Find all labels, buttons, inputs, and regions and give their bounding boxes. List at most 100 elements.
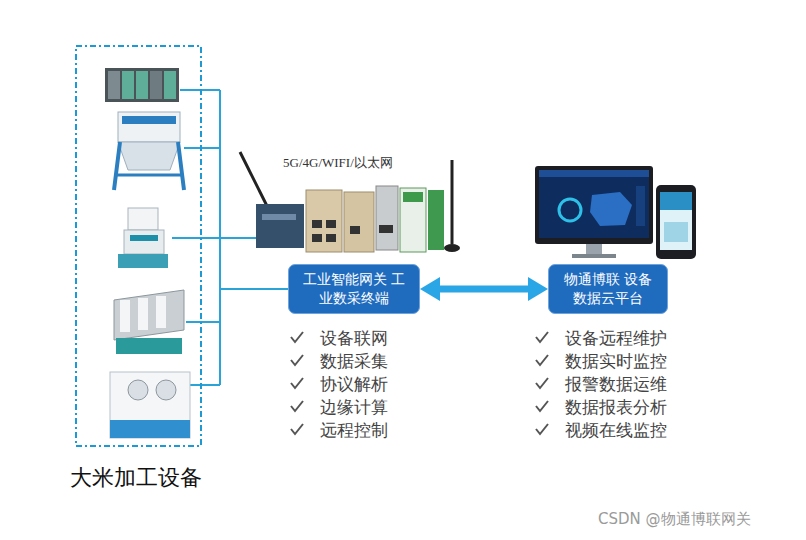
check-mark [536, 401, 548, 411]
machine-part [156, 380, 176, 400]
check-mark [536, 378, 548, 388]
gateway-device [428, 190, 444, 250]
machine-part [122, 116, 176, 124]
feature-item: 协议解析 [320, 373, 388, 396]
machine-body [118, 112, 180, 142]
machine-body [124, 230, 164, 254]
gateway-device [306, 190, 342, 252]
phone-frame [656, 185, 696, 259]
phone-screen [660, 192, 692, 250]
bracket-wires [172, 90, 256, 385]
machine-part [156, 296, 166, 328]
gateway-part [403, 192, 423, 202]
monitor-stand [572, 254, 616, 258]
phone-content [664, 222, 688, 242]
feature-item: 数据实时监控 [565, 350, 667, 373]
check-mark [536, 424, 548, 434]
screen-panel [636, 186, 645, 226]
check-mark [291, 401, 303, 411]
machine-body [128, 208, 158, 230]
wire [190, 384, 220, 386]
plc-image [105, 68, 179, 102]
monitor-frame [535, 166, 653, 244]
machine-part [138, 298, 148, 330]
equipment-group: 大米加工设备 [75, 45, 202, 447]
box-label: 工业智能网关 工业数采终端 [297, 270, 411, 308]
feature-item: 边缘计算 [320, 396, 388, 419]
wire [186, 321, 220, 323]
gateway-port [326, 220, 336, 228]
plc-module [108, 71, 120, 99]
group-heading: 大米加工设备 [70, 465, 202, 491]
feature-item: 设备远程维护 [565, 327, 667, 350]
machine-image [114, 112, 184, 190]
machine-body [114, 290, 184, 340]
watermark: CSDN @物通博联网关 [598, 510, 751, 529]
gateway-port [379, 225, 393, 233]
wire [220, 237, 256, 239]
gateway-part [262, 214, 296, 220]
machine-part [128, 380, 148, 400]
cloud-platform-box: 物通博联 设备数据云平台 [548, 264, 668, 314]
plc-module [150, 71, 162, 99]
gateway-port [312, 234, 322, 242]
machine-hopper [118, 142, 180, 170]
plc-rack [105, 68, 179, 102]
gateway-device [400, 188, 426, 252]
machine-image [118, 208, 168, 268]
machine-part [120, 300, 130, 332]
feature-item: 视频在线监控 [565, 419, 667, 442]
feature-item: 数据采集 [320, 350, 388, 373]
machine-frame [178, 142, 184, 190]
gateway-port [312, 220, 322, 228]
wire [172, 237, 220, 239]
wire-connector [202, 238, 288, 289]
machine-base [118, 254, 168, 268]
feature-item: 设备联网 [320, 327, 388, 350]
gateway-port [350, 226, 360, 234]
screen-map [590, 192, 632, 226]
gateway-port [326, 234, 336, 242]
screen-chart [559, 199, 581, 221]
machine-frame [114, 142, 120, 190]
machine-frame [116, 174, 182, 177]
network-label: 5G/4G/WIFI/以太网 [283, 154, 393, 172]
gateway-device [376, 186, 398, 250]
screen-header [539, 170, 649, 177]
plc-module [122, 71, 134, 99]
check-mark [291, 355, 303, 365]
monitor-stand [586, 244, 602, 254]
phone-header [660, 192, 692, 210]
antenna [451, 160, 454, 244]
antenna [240, 152, 268, 208]
antenna-base [444, 244, 460, 252]
check-mark [291, 424, 303, 434]
check-mark [291, 332, 303, 342]
machine-base [110, 420, 190, 438]
machine-image [110, 372, 190, 438]
gateway-device [256, 204, 304, 248]
gateway-image [240, 152, 460, 252]
check-mark [536, 355, 548, 365]
plc-module [136, 71, 148, 99]
monitor-screen [539, 170, 649, 238]
feature-item: 数据报表分析 [565, 396, 667, 419]
wire [184, 147, 220, 149]
group-outline [75, 45, 202, 447]
check-mark [536, 332, 548, 342]
feature-item: 报警数据运维 [565, 373, 667, 396]
double-arrow [420, 286, 548, 293]
machine-body [110, 372, 190, 438]
box-label: 物通博联 设备数据云平台 [557, 270, 659, 308]
gateway-box: 工业智能网关 工业数采终端 [288, 264, 420, 314]
platform-image [535, 166, 696, 259]
feature-item: 远程控制 [320, 419, 388, 442]
machine-part [130, 235, 158, 241]
machine-image [114, 290, 184, 354]
gateway-device [344, 192, 374, 252]
dash-dot-border [76, 46, 201, 446]
plc-module [164, 71, 176, 99]
check-mark [291, 378, 303, 388]
